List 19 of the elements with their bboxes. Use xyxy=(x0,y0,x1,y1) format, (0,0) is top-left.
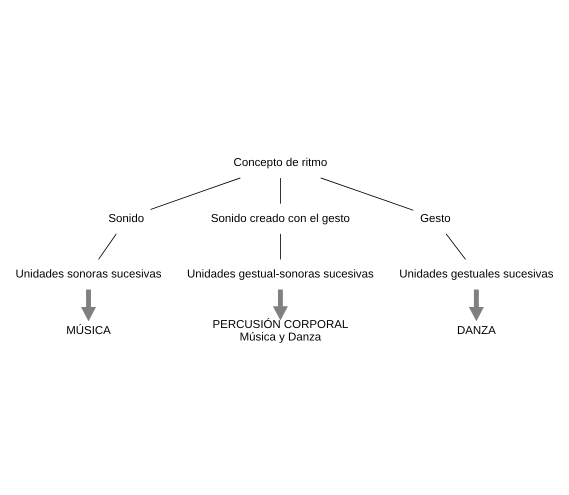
connector xyxy=(98,233,117,260)
node-text: Unidades gestuales sucesivas xyxy=(399,268,554,281)
arrow xyxy=(81,290,96,322)
connector xyxy=(320,178,414,211)
node-text: Unidades sonoras sucesivas xyxy=(16,268,162,281)
node-text: Unidades gestual-sonoras sucesivas xyxy=(187,268,374,281)
connector xyxy=(280,233,281,260)
connector xyxy=(446,233,466,260)
connector xyxy=(280,178,281,204)
node-text: MÚSICA xyxy=(66,325,111,338)
node-text: Concepto de ritmo xyxy=(234,157,328,170)
arrow xyxy=(468,290,484,322)
node-text: Sonido creado con el gesto xyxy=(210,212,350,225)
connector xyxy=(150,178,241,210)
arrow xyxy=(272,290,288,321)
node-text: DANZA xyxy=(456,325,496,338)
node-text: Gesto xyxy=(420,212,451,225)
node-text: Sonido xyxy=(108,212,144,225)
node-text: PERCUSIÓN CORPORAL Música y Danza xyxy=(212,319,348,344)
